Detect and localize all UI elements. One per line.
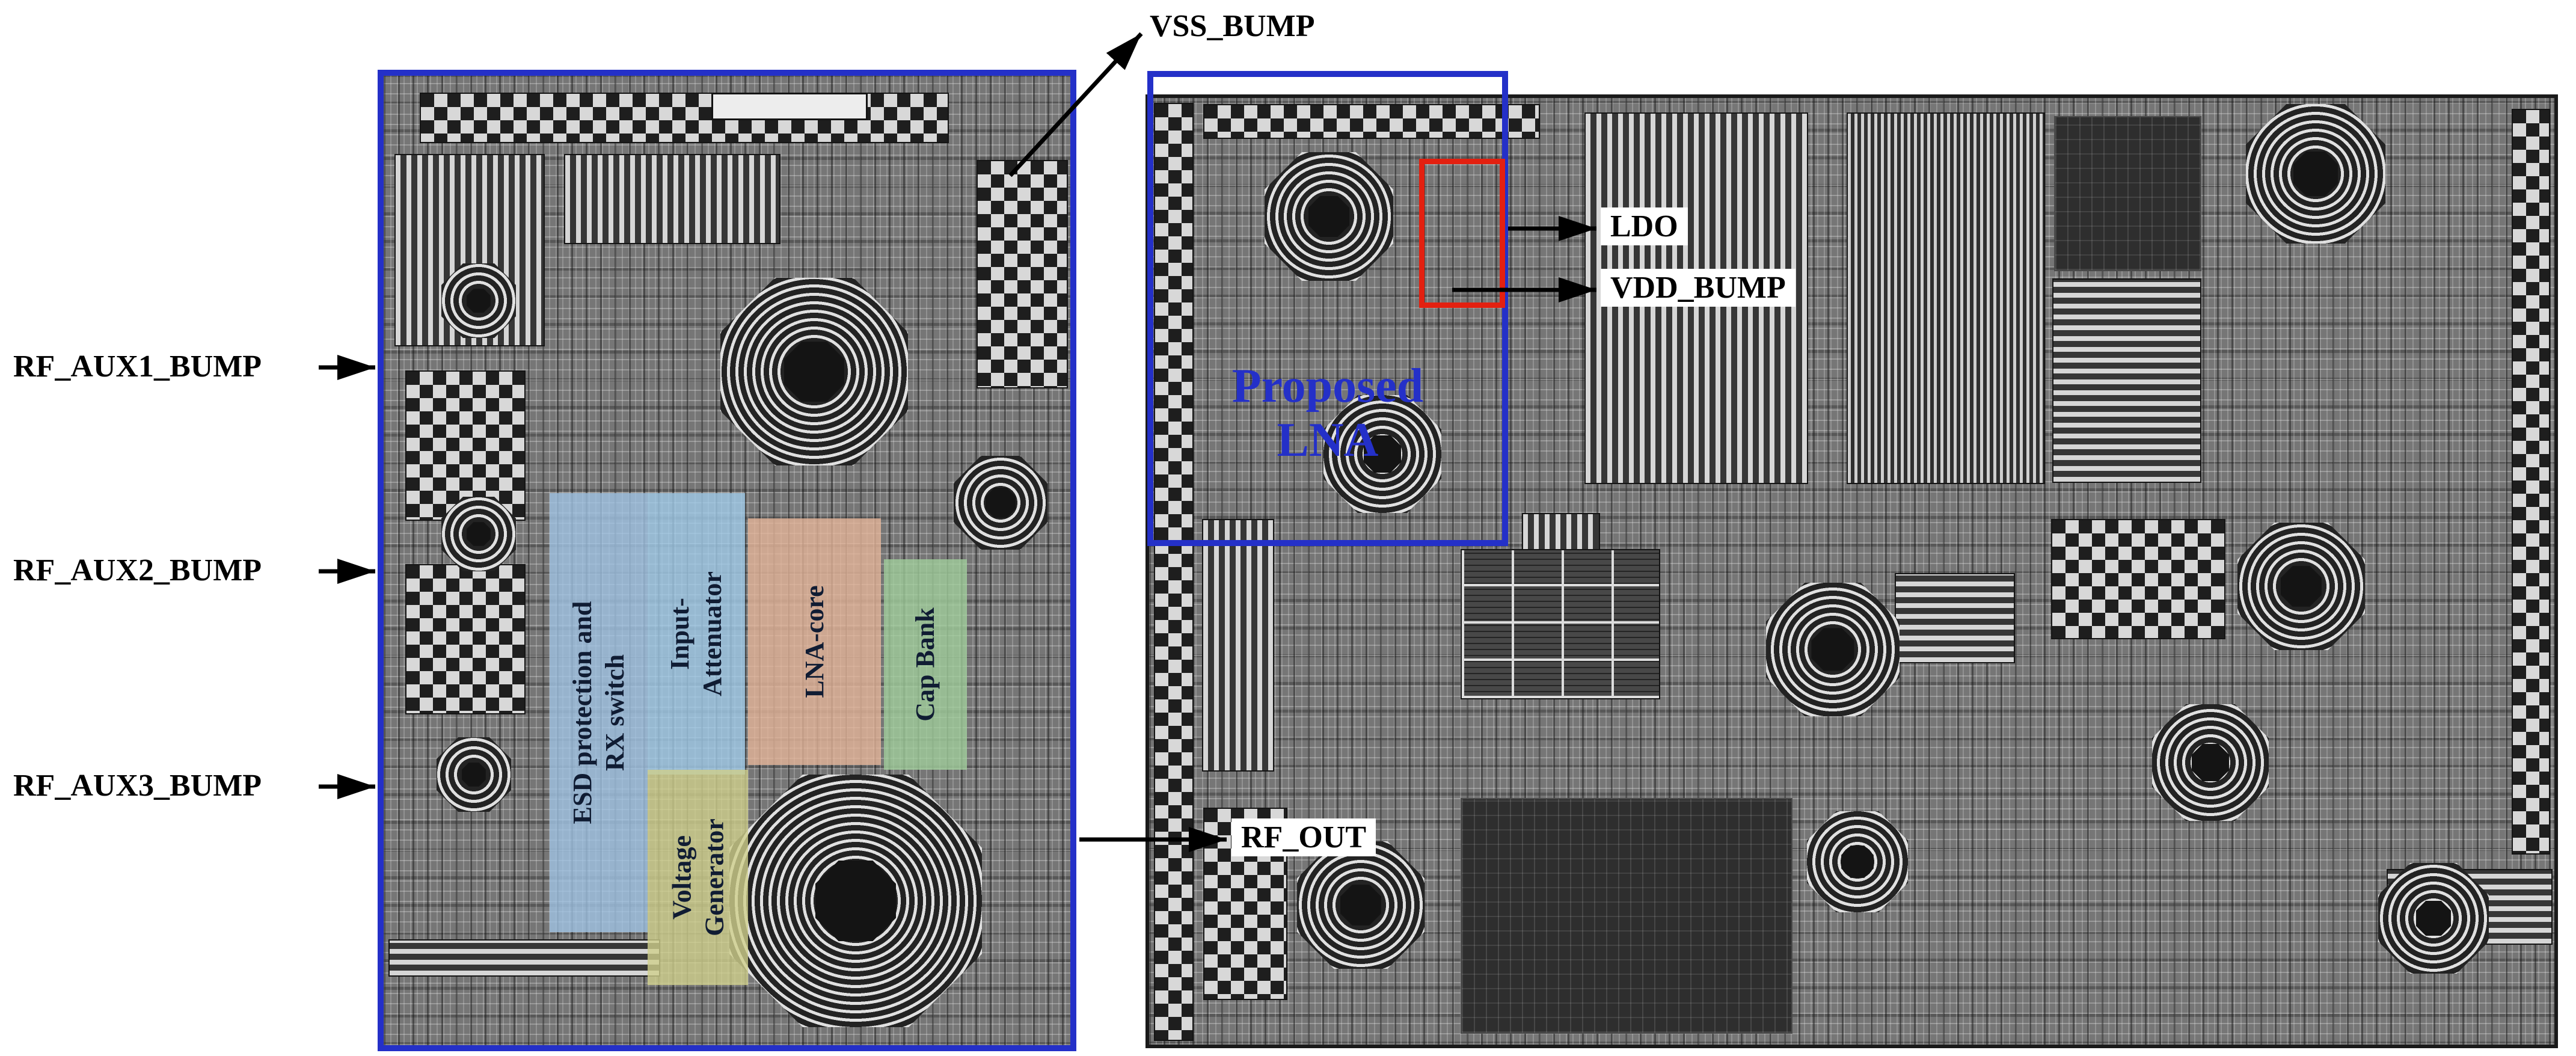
spiral-inductor xyxy=(441,263,516,338)
rf-aux2-bump-label: RF_AUX2_BUMP xyxy=(13,553,262,588)
metal-block xyxy=(1895,573,2015,663)
proposed-lna-line1: Proposed xyxy=(1231,360,1424,413)
unit-cell-array xyxy=(1461,549,1660,699)
spiral-inductor xyxy=(2378,863,2489,974)
proposed-lna-outline xyxy=(1147,71,1508,546)
pad-array xyxy=(2051,519,2225,639)
spiral-inductor xyxy=(437,737,511,812)
pad-column xyxy=(2512,109,2550,855)
capacitor-array xyxy=(2052,278,2201,483)
pad-array xyxy=(405,370,526,521)
metal-bus-bar xyxy=(388,939,660,977)
region-label: Cap Bank xyxy=(910,607,940,722)
rf-out-label: RF_OUT xyxy=(1231,818,1376,856)
spiral-inductor xyxy=(441,497,516,571)
spiral-inductor xyxy=(2152,704,2269,821)
bond-pad-array xyxy=(420,93,949,143)
spiral-inductor xyxy=(2246,104,2385,244)
digital-block xyxy=(1461,798,1792,1034)
spiral-inductor xyxy=(954,456,1047,550)
full-chip-die-photo xyxy=(1145,94,2558,1048)
proposed-lna-line2: LNA xyxy=(1277,413,1379,467)
region-label: Input-Attenuator xyxy=(665,571,727,696)
metal-routing-block xyxy=(564,154,780,244)
spiral-inductor xyxy=(2237,523,2365,650)
pad-array xyxy=(405,564,526,714)
spiral-inductor xyxy=(1265,152,1393,281)
spiral-inductor xyxy=(729,775,982,1027)
region-label: LNA-core xyxy=(799,585,829,698)
mim-cap-block xyxy=(2054,116,2201,271)
spiral-inductor xyxy=(1766,583,1900,716)
proposed-lna-label: Proposed LNA xyxy=(1153,360,1502,467)
pad-array xyxy=(977,160,1068,388)
vss-bump-label: VSS_BUMP xyxy=(1150,9,1315,43)
rf-aux1-bump-label: RF_AUX1_BUMP xyxy=(13,349,262,384)
metal-block xyxy=(1202,519,1274,772)
capacitor-array xyxy=(1847,112,2045,484)
region-voltage-generator: Voltage Generator xyxy=(648,770,748,985)
rf-aux3-bump-label: RF_AUX3_BUMP xyxy=(13,769,262,803)
ldo-callout-box xyxy=(1419,159,1505,308)
ldo-label: LDO xyxy=(1601,207,1688,245)
region-label: Voltage Generator xyxy=(666,818,729,936)
spiral-inductor xyxy=(1297,841,1424,969)
region-esd-rx-switch: ESD protection and RX switch xyxy=(550,493,648,932)
vdd-bump-label: VDD_BUMP xyxy=(1601,269,1796,307)
spiral-inductor xyxy=(1807,811,1908,912)
pad-column xyxy=(1154,103,1194,1041)
region-input-attenuator: Input-Attenuator xyxy=(648,493,745,775)
spiral-inductor xyxy=(1323,395,1441,513)
region-cap-bank: Cap Bank xyxy=(884,559,967,770)
pad-row xyxy=(1203,104,1540,139)
region-lna-core: LNA-core xyxy=(748,518,881,765)
region-label: ESD protection and RX switch xyxy=(567,601,630,824)
spiral-inductor xyxy=(720,278,908,465)
metal-bar xyxy=(711,93,868,120)
